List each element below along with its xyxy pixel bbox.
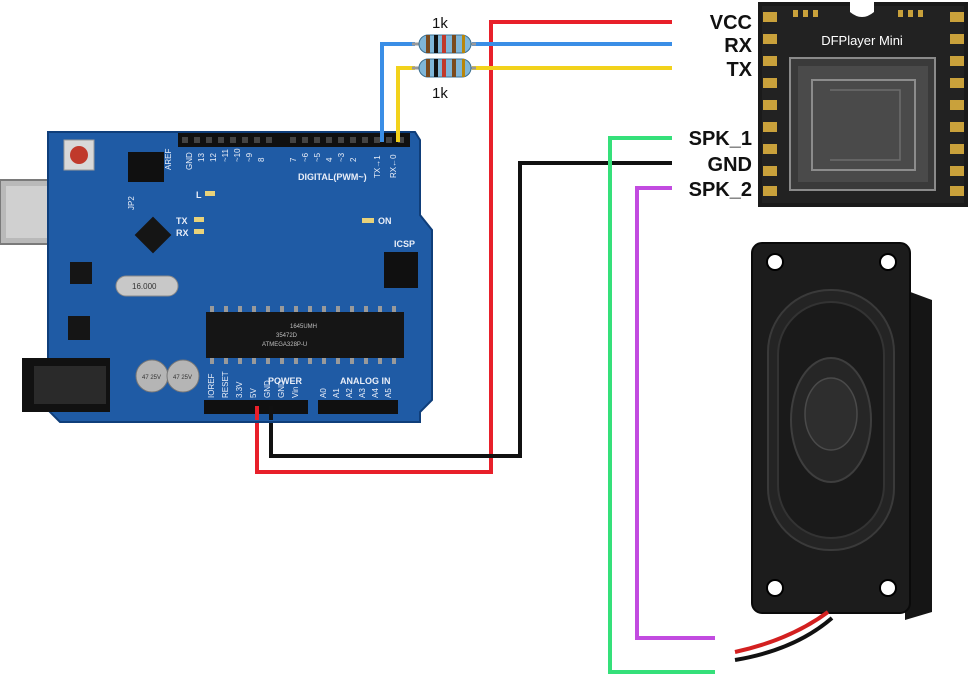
atmega-chip: [206, 312, 404, 358]
analog-pin-a0: A0: [319, 388, 328, 398]
chip-text-1: 1645UMH: [290, 324, 317, 330]
power-pin-5v: 5V: [249, 388, 258, 398]
wire-tx-arduino: [396, 66, 415, 142]
pin-label-10: ~10: [233, 148, 242, 162]
pin-label-3: ~3: [337, 152, 346, 162]
pin-label-8: 8: [257, 157, 266, 162]
led-tx-label: TX: [176, 216, 188, 226]
analog-pin-a3: A3: [358, 388, 367, 398]
mount-hole-icon: [879, 579, 897, 597]
pin-label-2: 2: [349, 157, 358, 162]
arduino-board: AREF GND 13 12 ~11 ~10 ~9 8 7 ~6 ~5 4 ~3…: [0, 131, 433, 423]
chip-text-3: ATMEGA328P-U: [262, 342, 307, 348]
power-pin-3v3: 3.3V: [235, 381, 244, 398]
analog-pin-a2: A2: [345, 388, 354, 398]
led-rx-label: RX: [176, 228, 189, 238]
pin-label-gnd: GND: [708, 154, 752, 176]
digital-header-label: DIGITAL(PWM~): [298, 172, 367, 182]
wire-gnd: [269, 161, 672, 458]
capacitor-2-label: 47 25V: [173, 375, 192, 381]
jp2-label: JP2: [127, 196, 136, 210]
wire-spk2: [635, 186, 715, 640]
pin-label-12: 12: [209, 153, 218, 162]
resistor-bottom-label: 1k: [432, 85, 448, 102]
pin-label-4: 4: [325, 157, 334, 162]
capacitor-1-label: 47 25V: [142, 375, 161, 381]
wire-endpoints: [255, 128, 400, 420]
resistor-top: [412, 34, 476, 54]
pin-label-13: 13: [197, 153, 206, 162]
icsp-label: ICSP: [394, 239, 415, 249]
dfplayer-module: DFPlayer Mini: [758, 2, 968, 207]
speaker-leads: [734, 610, 834, 662]
pin-label-7: 7: [289, 157, 298, 162]
pin-label-spk2: SPK_2: [689, 179, 752, 201]
pin-label-vcc: VCC: [710, 12, 752, 34]
analog-label: ANALOG IN: [340, 376, 391, 386]
pin-label-0: RX←0: [389, 154, 398, 178]
mount-hole-icon: [879, 253, 897, 271]
analog-pin-a4: A4: [371, 388, 380, 398]
wire-spk1: [608, 136, 715, 674]
wire-vcc: [255, 20, 672, 474]
chip-text-2: 35472D: [276, 333, 298, 339]
mount-hole-icon: [766, 253, 784, 271]
crystal-label: 16.000: [132, 282, 157, 291]
pin-label-rx: RX: [724, 35, 752, 57]
power-pin-ioref: IOREF: [207, 373, 216, 398]
pin-label-9: ~9: [245, 152, 254, 162]
pin-label-11: ~11: [221, 148, 230, 162]
pin-label-tx: TX: [726, 59, 752, 81]
dfplayer-title: DFPlayer Mini: [821, 33, 903, 48]
wire-rx-arduino: [380, 42, 415, 142]
wires: [255, 20, 715, 674]
power-pin-vin: Vin: [291, 387, 300, 398]
power-pin-reset: RESET: [221, 371, 230, 398]
on-label: ON: [378, 216, 392, 226]
analog-pin-a5: A5: [384, 388, 393, 398]
pin-label-6: ~6: [301, 152, 310, 162]
resistor-bottom: [412, 58, 476, 78]
power-pin-gnd1: GND: [263, 380, 272, 398]
speaker: [751, 242, 932, 620]
analog-pin-a1: A1: [332, 388, 341, 398]
pin-label-spk1: SPK_1: [689, 128, 752, 150]
mount-hole-icon: [766, 579, 784, 597]
pin-label-1: TX→1: [373, 155, 382, 178]
aref-label: AREF: [164, 149, 173, 170]
power-label: POWER: [268, 376, 303, 386]
resistor-top-label: 1k: [432, 15, 448, 32]
analog-header: [318, 400, 398, 414]
power-pin-gnd2: GND: [277, 380, 286, 398]
led-l-label: L: [196, 190, 202, 200]
pin-label-5: ~5: [313, 152, 322, 162]
digital-gnd-label: GND: [185, 152, 194, 170]
dfplayer-pin-labels: VCC RX TX SPK_1 GND SPK_2: [689, 12, 753, 201]
